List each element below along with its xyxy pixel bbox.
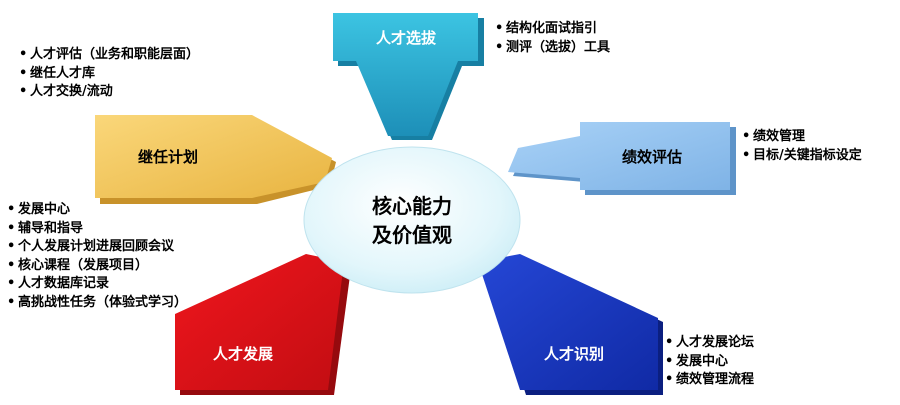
bullet-item: 发展中心	[9, 201, 187, 220]
segment-succession-planning-shape	[95, 115, 332, 198]
bullets-succession-planning: 人才评估（业务和职能层面） 继任人才库 人才交换/流动	[21, 46, 199, 102]
segment-talent-development: 人才发展	[175, 254, 351, 395]
segment-talent-identification-title: 人才识别	[544, 345, 604, 363]
segment-talent-selection-shape	[333, 13, 478, 136]
segment-talent-development-shape	[175, 254, 344, 390]
bullet-item: 人才交换/流动	[21, 83, 199, 102]
bullet-item: 结构化面试指引	[497, 20, 610, 39]
segment-talent-selection-title: 人才选拔	[376, 29, 437, 47]
bullets-performance-evaluation: 绩效管理 目标/关键指标设定	[744, 128, 862, 165]
bullets-talent-development: 发展中心 辅导和指导 个人发展计划进展回顾会议 核心课程（发展项目） 人才数据库…	[9, 201, 187, 312]
segment-talent-selection: 人才选拔	[333, 13, 484, 140]
bullet-item: 目标/关键指标设定	[744, 147, 862, 166]
bullet-item: 人才评估（业务和职能层面）	[21, 46, 199, 65]
bullets-talent-selection: 结构化面试指引 测评（选拔）工具	[497, 20, 610, 57]
segment-talent-identification: 人才识别	[478, 254, 663, 395]
bullet-item: 高挑战性任务（体验式学习）	[9, 294, 187, 313]
center-title-line1: 核心能力	[372, 194, 452, 218]
center-ellipse	[303, 146, 521, 294]
segment-succession-planning: 继任计划	[95, 115, 336, 204]
segment-performance-evaluation-shape	[508, 122, 730, 190]
center-title-line2: 及价值观	[372, 223, 452, 247]
bullet-item: 绩效管理流程	[667, 371, 754, 390]
bullet-item: 个人发展计划进展回顾会议	[9, 238, 187, 257]
bullet-item: 人才数据库记录	[9, 275, 187, 294]
bullet-item: 绩效管理	[744, 128, 862, 147]
segment-performance-evaluation-title: 绩效评估	[622, 148, 682, 166]
bullet-item: 人才发展论坛	[667, 334, 754, 353]
bullet-item: 测评（选拔）工具	[497, 39, 610, 58]
segment-succession-planning-title: 继任计划	[138, 148, 198, 166]
center-core-values: 核心能力 及价值观	[303, 146, 521, 294]
bullets-talent-identification: 人才发展论坛 发展中心 绩效管理流程	[667, 334, 754, 390]
bullet-item: 核心课程（发展项目）	[9, 257, 187, 276]
segment-performance-evaluation: 绩效评估	[508, 122, 736, 195]
segment-talent-development-title: 人才发展	[213, 345, 273, 363]
bullet-item: 发展中心	[667, 353, 754, 372]
segment-talent-identification-shape	[478, 254, 658, 390]
bullet-item: 辅导和指导	[9, 220, 187, 239]
bullet-item: 继任人才库	[21, 65, 199, 84]
